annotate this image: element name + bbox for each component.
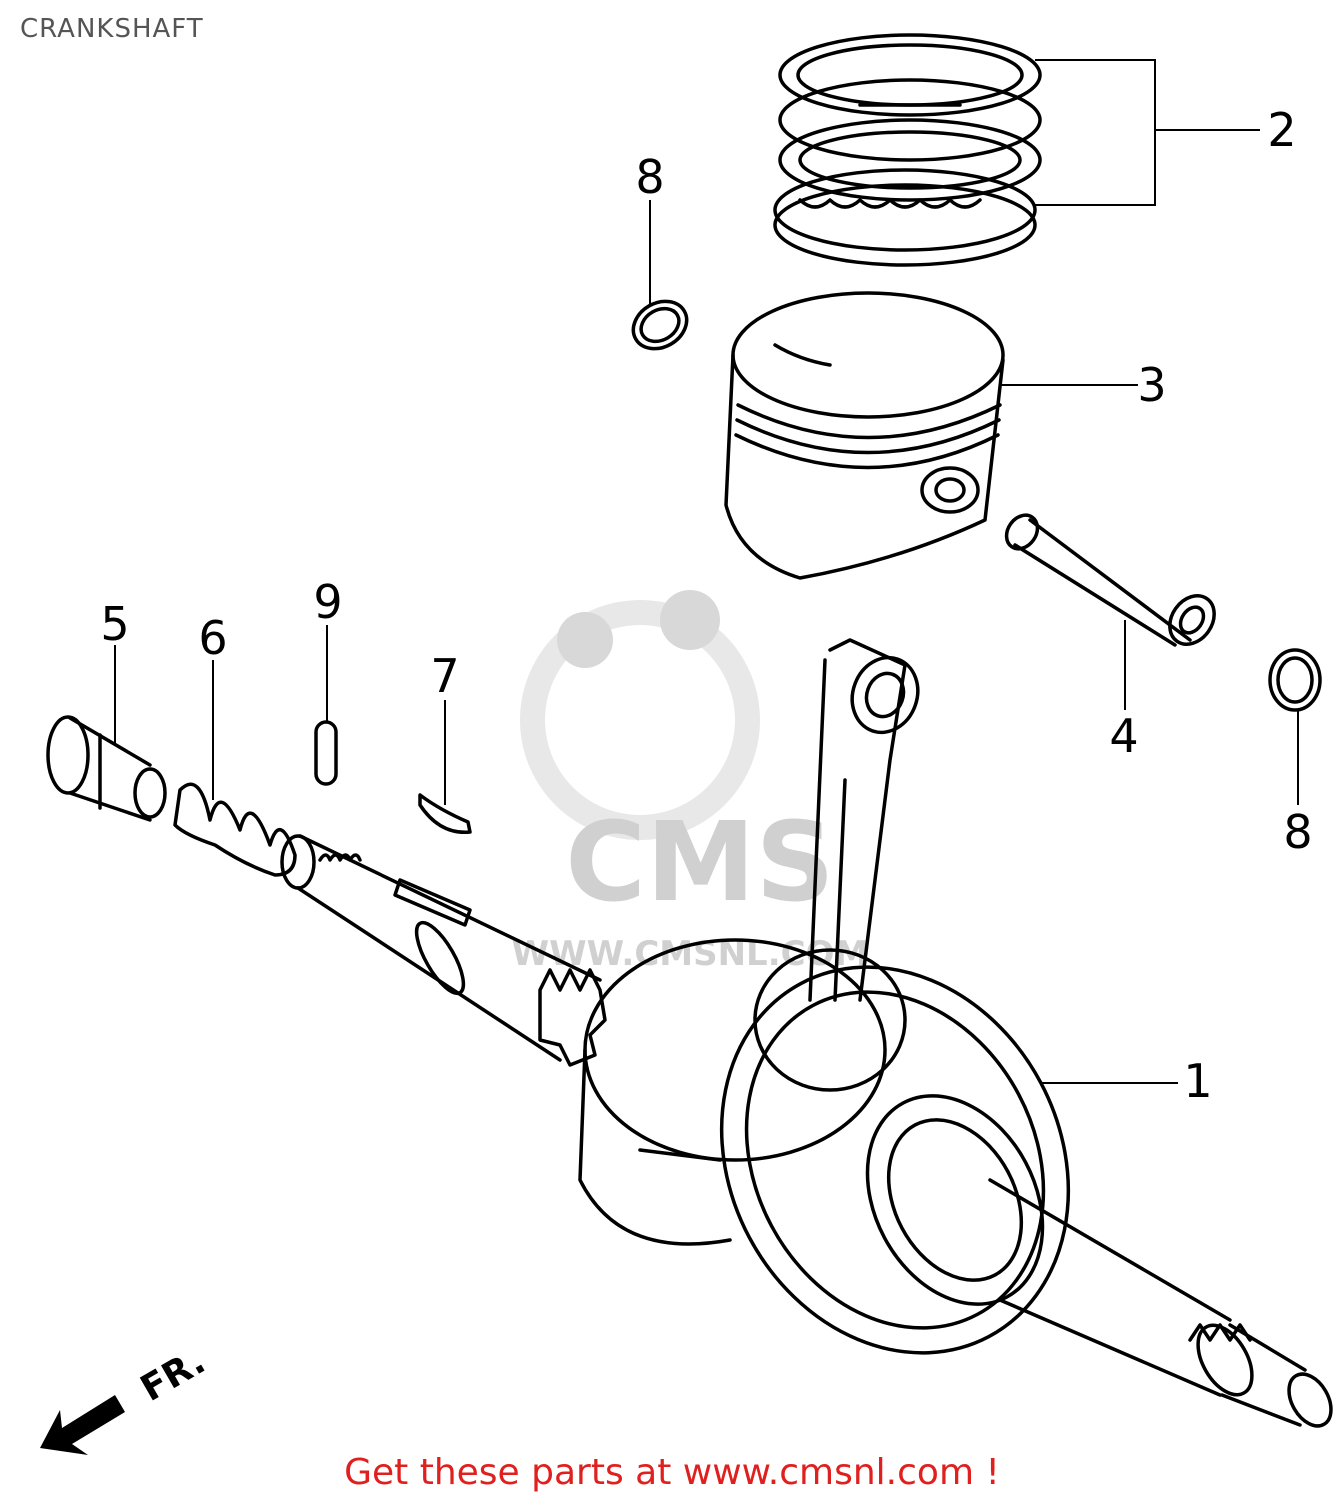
piston-rings — [773, 33, 1042, 267]
front-direction-arrow: FR. — [40, 1341, 212, 1455]
callout-3: 3 — [1137, 358, 1166, 412]
page-title: CRANKSHAFT — [20, 14, 204, 44]
woodruff-key — [418, 793, 472, 834]
piston — [724, 291, 1005, 580]
piston-pin — [1004, 513, 1216, 647]
callout-6: 6 — [198, 611, 227, 665]
callout-1: 1 — [1183, 1054, 1212, 1108]
watermark-url: WWW.CMSNL.COM — [512, 934, 869, 974]
callout-5: 5 — [100, 597, 129, 651]
callout-9: 9 — [313, 575, 342, 629]
leader-lines — [114, 59, 1299, 1084]
callout-2: 2 — [1267, 103, 1296, 157]
callout-8-upper: 8 — [635, 150, 664, 204]
spring — [173, 782, 297, 877]
circlip-upper — [631, 299, 689, 351]
footer-link-text[interactable]: Get these parts at www.cmsnl.com ! — [344, 1452, 1000, 1493]
watermark-cms: CMS — [565, 798, 834, 926]
crankshaft — [280, 638, 1333, 1428]
tensioner-bolt — [46, 715, 167, 822]
callout-7: 7 — [430, 649, 459, 703]
direction-label: FR. — [134, 1341, 212, 1410]
callout-8-lower: 8 — [1283, 805, 1312, 859]
circlip-lower — [1268, 648, 1322, 712]
callout-4: 4 — [1109, 709, 1138, 763]
dowel-pin — [314, 720, 338, 786]
